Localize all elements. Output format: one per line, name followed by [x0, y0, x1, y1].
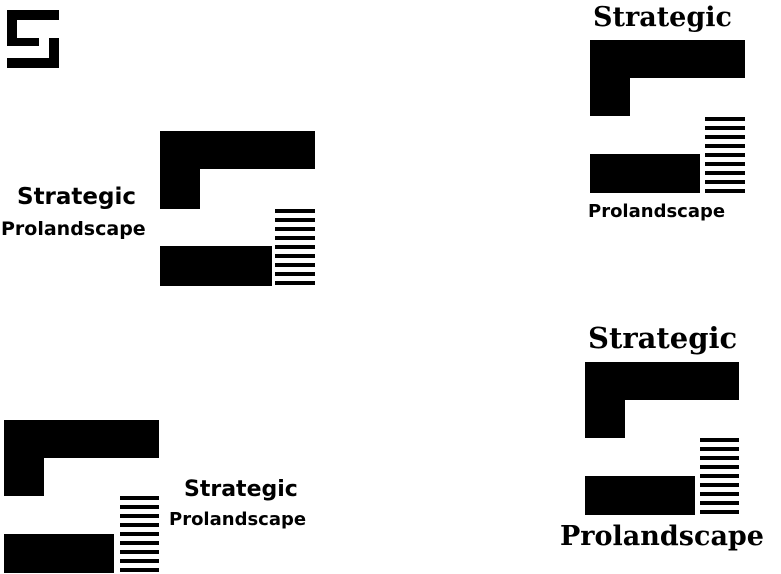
logo-title-right: Strategic	[184, 477, 298, 502]
logo-mark-small-icon	[7, 10, 59, 68]
logo-mark-right-variant-icon	[4, 420, 159, 573]
logo-mark-large-variant-icon	[585, 362, 739, 515]
logo-subtitle-large: Prolandscape	[560, 521, 764, 552]
logo-title-top: Strategic	[593, 2, 732, 33]
logo-subtitle-left: Prolandscape	[1, 218, 146, 240]
logo-title-large: Strategic	[588, 321, 738, 355]
logo-subtitle-right: Prolandscape	[169, 509, 307, 530]
logo-mark-top-variant-icon	[590, 40, 745, 193]
logo-mark-left-variant-icon	[160, 131, 315, 286]
logo-subtitle-top: Prolandscape	[588, 201, 726, 222]
logo-title-left: Strategic	[17, 184, 136, 210]
